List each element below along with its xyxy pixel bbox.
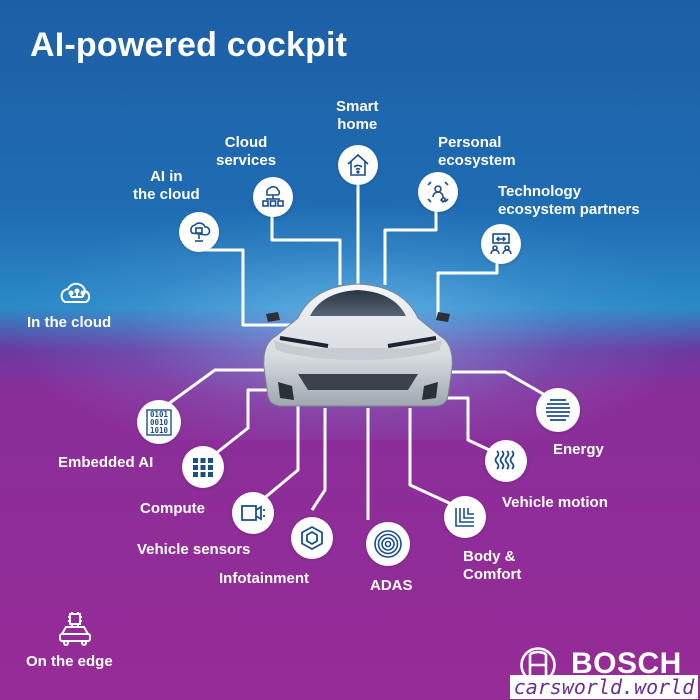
tech-partners-label: Technology ecosystem partners <box>498 183 640 218</box>
smart-home-label: Smart home <box>336 98 379 133</box>
personal-ecosystem-label: Personal ecosystem <box>438 134 516 169</box>
compute-node <box>182 446 224 488</box>
svg-text:1010: 1010 <box>150 426 169 435</box>
partners-icon <box>490 233 512 255</box>
tech-partners-node <box>481 224 521 264</box>
ai-cloud-node <box>179 212 219 252</box>
camera-icon <box>241 505 265 521</box>
page-title: AI-powered cockpit <box>30 26 348 64</box>
cloud-icon <box>60 282 91 303</box>
vehicle-sensors-label: Vehicle sensors <box>137 541 251 558</box>
vehicle-motion-label: Vehicle motion <box>502 494 608 511</box>
adas-node <box>366 522 410 566</box>
zone-cloud-label: In the cloud <box>27 314 112 331</box>
vehicle-motion-node <box>485 440 527 482</box>
ai-cloud-icon <box>190 222 211 242</box>
waves-icon <box>494 450 515 470</box>
zone-edge-label: On the edge <box>26 653 113 670</box>
cloud-network-icon <box>262 185 284 207</box>
infotainment-label: Infotainment <box>219 570 309 587</box>
car-chip-icon <box>59 612 91 646</box>
car-illustration <box>263 283 453 407</box>
target-icon <box>374 530 402 558</box>
cloud-services-label: Cloud services <box>216 134 277 169</box>
brand-name: BOSCH <box>571 647 682 680</box>
infotainment-node <box>291 517 333 559</box>
ai-cloud-label: AI in the cloud <box>133 168 200 203</box>
layers-icon <box>455 508 474 527</box>
hexagon-icon <box>301 525 323 551</box>
svg-text:0010: 0010 <box>150 418 169 427</box>
energy-node <box>536 388 580 432</box>
adas-label: ADAS <box>370 577 413 594</box>
stripes-icon <box>546 399 570 421</box>
compute-label: Compute <box>140 500 205 517</box>
smart-home-node <box>338 145 378 185</box>
svg-text:0101: 0101 <box>150 410 169 419</box>
energy-label: Energy <box>553 441 604 458</box>
embedded-ai-label: Embedded AI <box>58 454 154 471</box>
body-comfort-label: Body & Comfort <box>463 548 522 583</box>
smart-home-icon <box>347 153 369 176</box>
chip-grid-icon <box>193 458 213 477</box>
body-comfort-node <box>444 496 486 538</box>
watermark: carsworld.world <box>510 675 698 699</box>
personal-ecosystem-icon <box>427 181 449 204</box>
cloud-services-node <box>253 177 293 217</box>
personal-ecosystem-node <box>418 172 458 212</box>
vehicle-sensors-node <box>232 492 274 534</box>
